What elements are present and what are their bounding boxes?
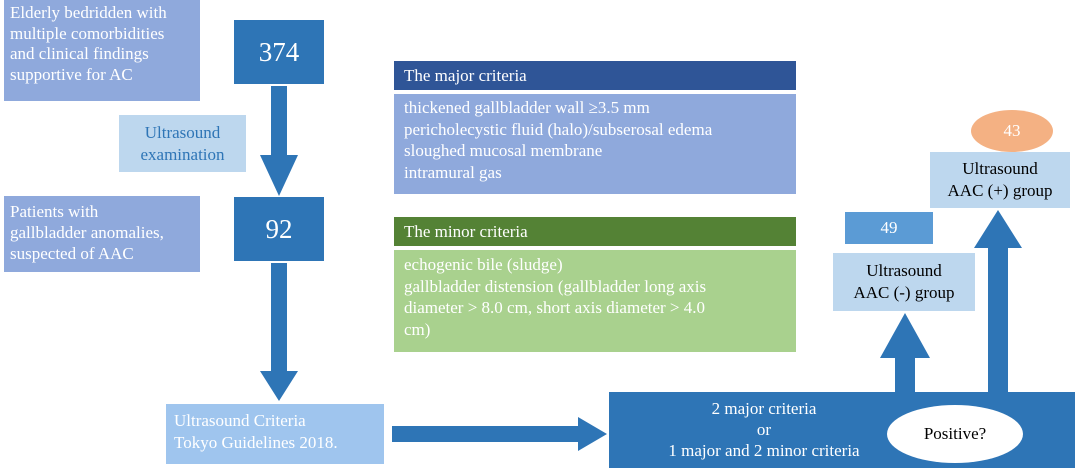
arrow-92-to-criteria bbox=[260, 263, 298, 401]
minor-criteria-title: The minor criteria bbox=[394, 217, 796, 246]
count-92-box: 92 bbox=[234, 197, 324, 261]
arrow-result-to-aac-positive bbox=[974, 210, 1022, 392]
major-criteria-title: The major criteria bbox=[394, 61, 796, 90]
patients-anomalies-box: Patients with gallbladder anomalies, sus… bbox=[4, 196, 200, 272]
elderly-bedridden-box: Elderly bedridden with multiple comorbid… bbox=[4, 0, 200, 101]
aac-negative-group-box: Ultrasound AAC (-) group bbox=[833, 253, 975, 311]
count-374-box: 374 bbox=[234, 20, 324, 84]
arrow-result-to-aac-negative bbox=[880, 313, 930, 392]
aac-positive-group-box: Ultrasound AAC (+) group bbox=[930, 152, 1070, 208]
major-criteria-list: thickened gallbladder wall ≥3.5 mm peric… bbox=[394, 94, 796, 194]
count-43-oval: 43 bbox=[971, 110, 1053, 152]
positive-decision-oval: Positive? bbox=[887, 405, 1023, 463]
minor-criteria-list: echogenic bile (sludge) gallbladder dist… bbox=[394, 250, 796, 352]
arrow-criteria-to-result bbox=[392, 417, 607, 451]
count-49-box: 49 bbox=[845, 212, 933, 244]
arrow-374-to-92 bbox=[260, 86, 298, 196]
ultrasound-criteria-box: Ultrasound Criteria Tokyo Guidelines 201… bbox=[166, 404, 384, 464]
result-criteria-box: 2 major criteria or 1 major and 2 minor … bbox=[609, 392, 1075, 468]
ultrasound-examination-box: Ultrasound examination bbox=[119, 115, 246, 172]
result-criteria-text: 2 major criteria or 1 major and 2 minor … bbox=[668, 399, 860, 460]
